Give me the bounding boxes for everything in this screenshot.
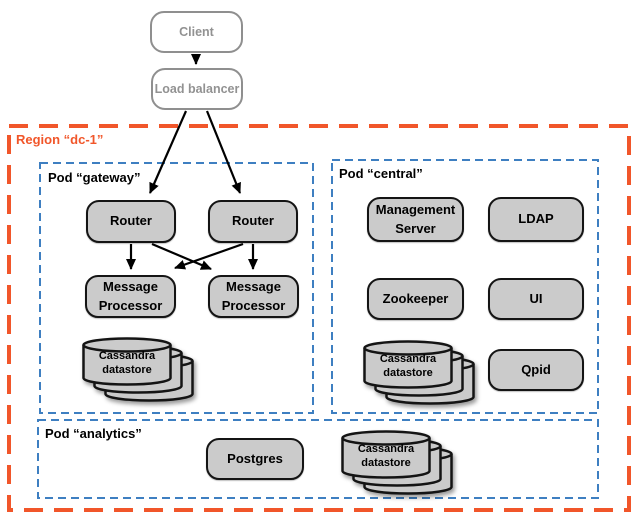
pod-gateway-border [39,162,314,414]
ldap-node: LDAP [488,197,584,242]
arrow-lb-to-router2 [205,110,242,194]
pod-central-border [331,159,599,414]
arrow-lb-to-router1 [148,110,188,194]
cassandra-datastore-label: Cassandra datastore [379,353,437,379]
router-node-1: Router [86,200,176,243]
pod-analytics-border [37,419,599,499]
cassandra-datastore-label: Cassandra datastore [357,443,415,469]
database-cylinder-icon [341,430,453,495]
load-balancer-node: Load balancer [151,68,243,110]
message-processor-node-1: Message Processor [85,275,176,318]
cassandra-datastore-gateway: Cassandra datastore [82,337,198,405]
client-node: Client [150,11,243,53]
management-server-node: Management Server [367,197,464,242]
region-dc1-label: Region “dc-1” [16,132,104,147]
arrow-router2-to-mp1 [174,242,244,270]
cassandra-datastore-central: Cassandra datastore [363,340,479,408]
cassandra-datastore-analytics: Cassandra datastore [341,430,457,498]
database-cylinder-icon [82,337,194,402]
pod-gateway-label: Pod “gateway” [48,170,141,185]
database-cylinder-icon [363,340,475,405]
qpid-node: Qpid [488,349,584,391]
pod-analytics-label: Pod “analytics” [45,426,142,441]
cassandra-datastore-label: Cassandra datastore [98,350,156,376]
arrow-router1-to-mp2 [151,242,212,271]
ui-node: UI [488,278,584,320]
zookeeper-node: Zookeeper [367,278,464,320]
pod-central-label: Pod “central” [339,166,423,181]
message-processor-node-2: Message Processor [208,275,299,318]
router-node-2: Router [208,200,298,243]
region-dc1-border [7,124,631,512]
postgres-node: Postgres [206,438,304,480]
